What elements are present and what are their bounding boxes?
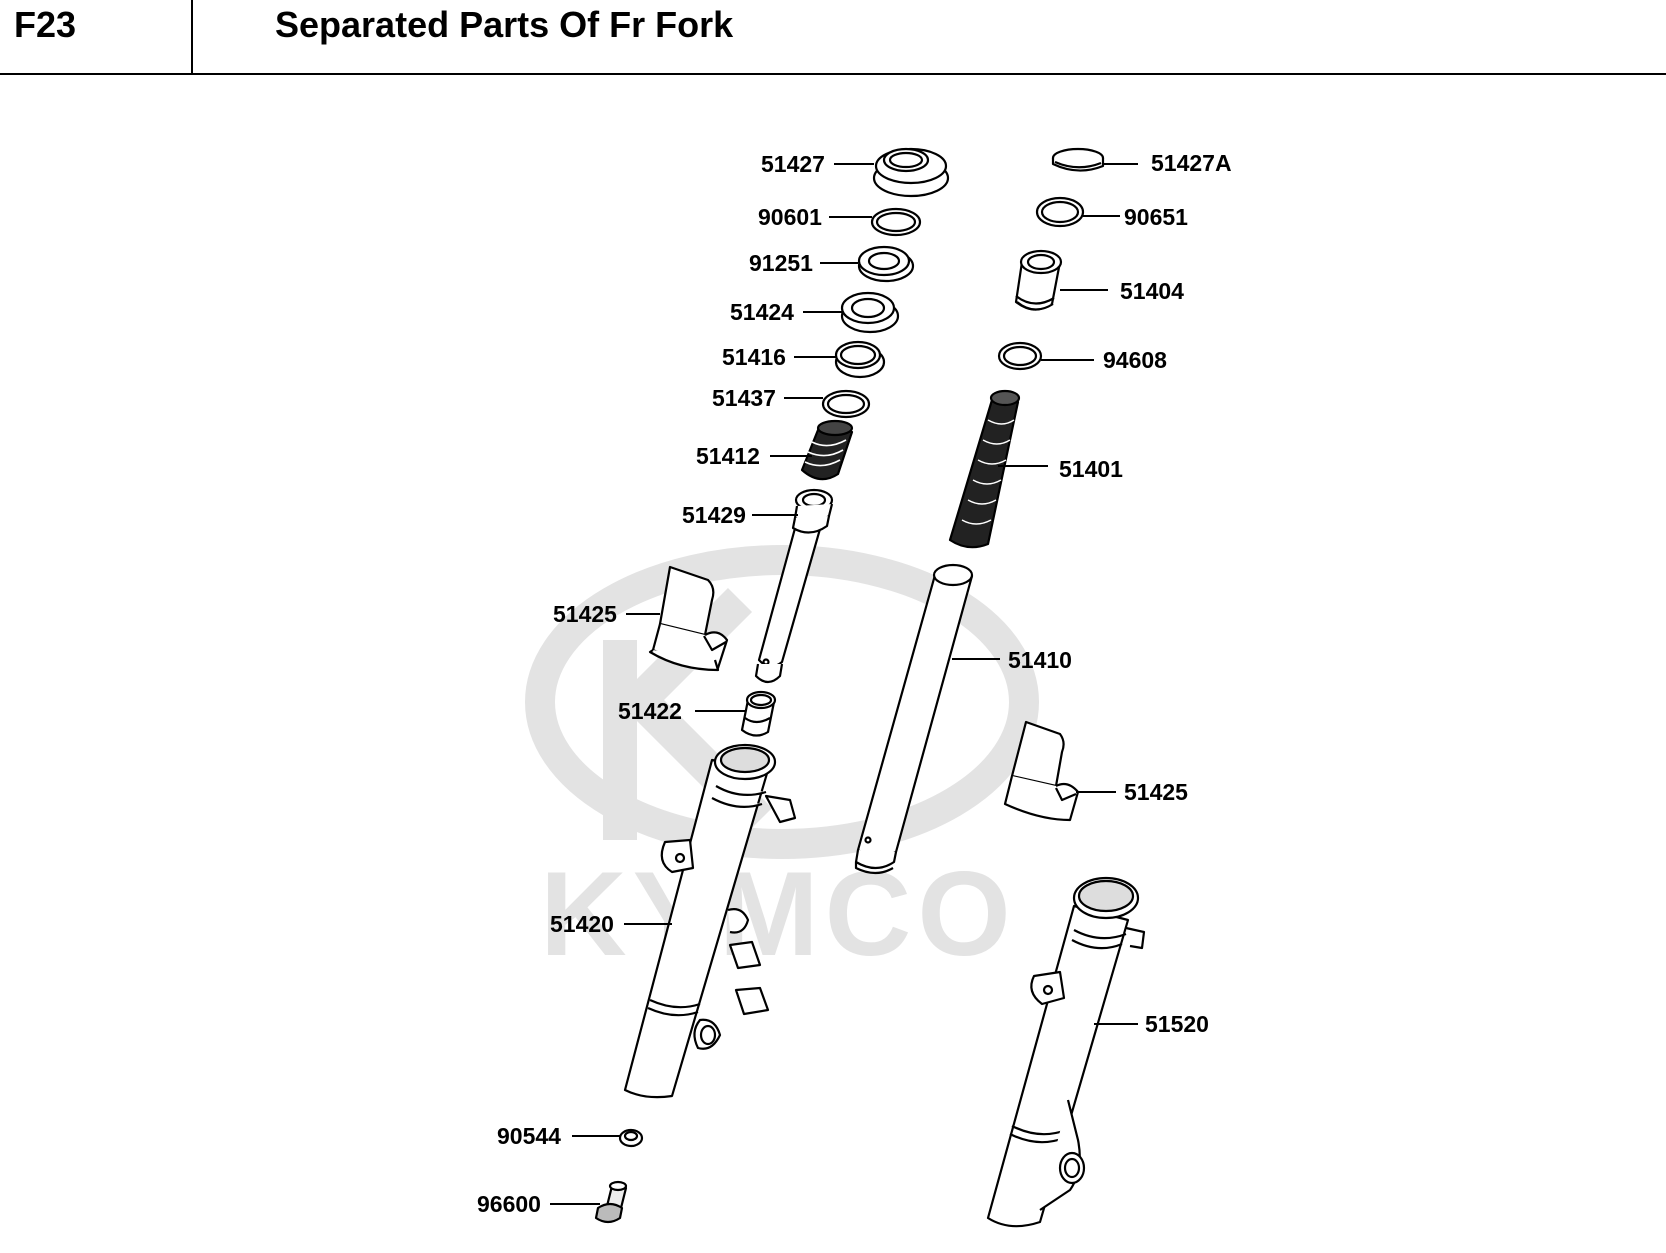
part-51425-dust-cover-left[interactable] — [648, 565, 729, 672]
part-51404-spring-seat[interactable] — [1014, 249, 1063, 311]
part-51427-seal-cap[interactable] — [872, 147, 950, 198]
page-title: Separated Parts Of Fr Fork — [275, 4, 734, 45]
part-51420-left-fork-case[interactable] — [623, 743, 797, 1099]
part-51410-inner-tube[interactable] — [854, 563, 974, 875]
watermark-text: KYMCO — [540, 847, 1017, 981]
part-label[interactable]: 51412 — [696, 443, 760, 469]
watermark-ellipse — [525, 545, 1039, 859]
part-51412-spring[interactable] — [800, 419, 854, 481]
leader-lines — [550, 163, 1138, 1205]
part-label[interactable]: 51429 — [682, 502, 746, 528]
part-96600-bolt[interactable] — [594, 1180, 628, 1224]
part-51424-holder[interactable] — [840, 291, 900, 334]
part-90544-washer[interactable] — [618, 1128, 644, 1148]
part-label[interactable]: 51427A — [1151, 150, 1232, 176]
part-90651-washer[interactable] — [1035, 196, 1085, 228]
part-label[interactable]: 51427 — [761, 151, 825, 177]
part-label[interactable]: 90601 — [758, 204, 822, 230]
part-90601-washer[interactable] — [870, 207, 922, 237]
header-rule — [0, 73, 1666, 75]
part-91251-oil-seal[interactable] — [857, 245, 915, 283]
header-divider — [191, 0, 193, 75]
part-label[interactable]: 51424 — [730, 299, 794, 325]
part-51427A-cap[interactable] — [1051, 147, 1105, 172]
part-label[interactable]: 91251 — [749, 250, 813, 276]
part-51429-rod[interactable] — [754, 488, 834, 684]
part-51416-bushing[interactable] — [834, 340, 886, 379]
part-label[interactable]: 94608 — [1103, 347, 1167, 373]
part-label[interactable]: 90544 — [497, 1123, 561, 1149]
part-label[interactable]: 51437 — [712, 385, 776, 411]
part-label[interactable]: 51422 — [618, 698, 682, 724]
part-label[interactable]: 51520 — [1145, 1011, 1209, 1037]
part-label[interactable]: 51401 — [1059, 456, 1123, 482]
part-label[interactable]: 51404 — [1120, 278, 1184, 304]
part-label[interactable]: 51425 — [553, 601, 617, 627]
part-94608-circlip[interactable] — [997, 341, 1043, 371]
part-51401-spring[interactable] — [948, 389, 1021, 549]
part-label[interactable]: 96600 — [477, 1191, 541, 1217]
part-label[interactable]: 90651 — [1124, 204, 1188, 230]
part-51422-collar[interactable] — [740, 690, 777, 737]
figure-code: F23 — [14, 4, 77, 45]
part-label[interactable]: 51425 — [1124, 779, 1188, 805]
part-51437-ring[interactable] — [821, 389, 871, 419]
part-label[interactable]: 51410 — [1008, 647, 1072, 673]
part-51425-dust-cover-right[interactable] — [1003, 720, 1080, 822]
part-51520-right-fork-case[interactable] — [986, 876, 1146, 1228]
page-header: F23 Separated Parts Of Fr Fork — [0, 0, 1666, 75]
part-label[interactable]: 51416 — [722, 344, 786, 370]
part-label[interactable]: 51420 — [550, 911, 614, 937]
